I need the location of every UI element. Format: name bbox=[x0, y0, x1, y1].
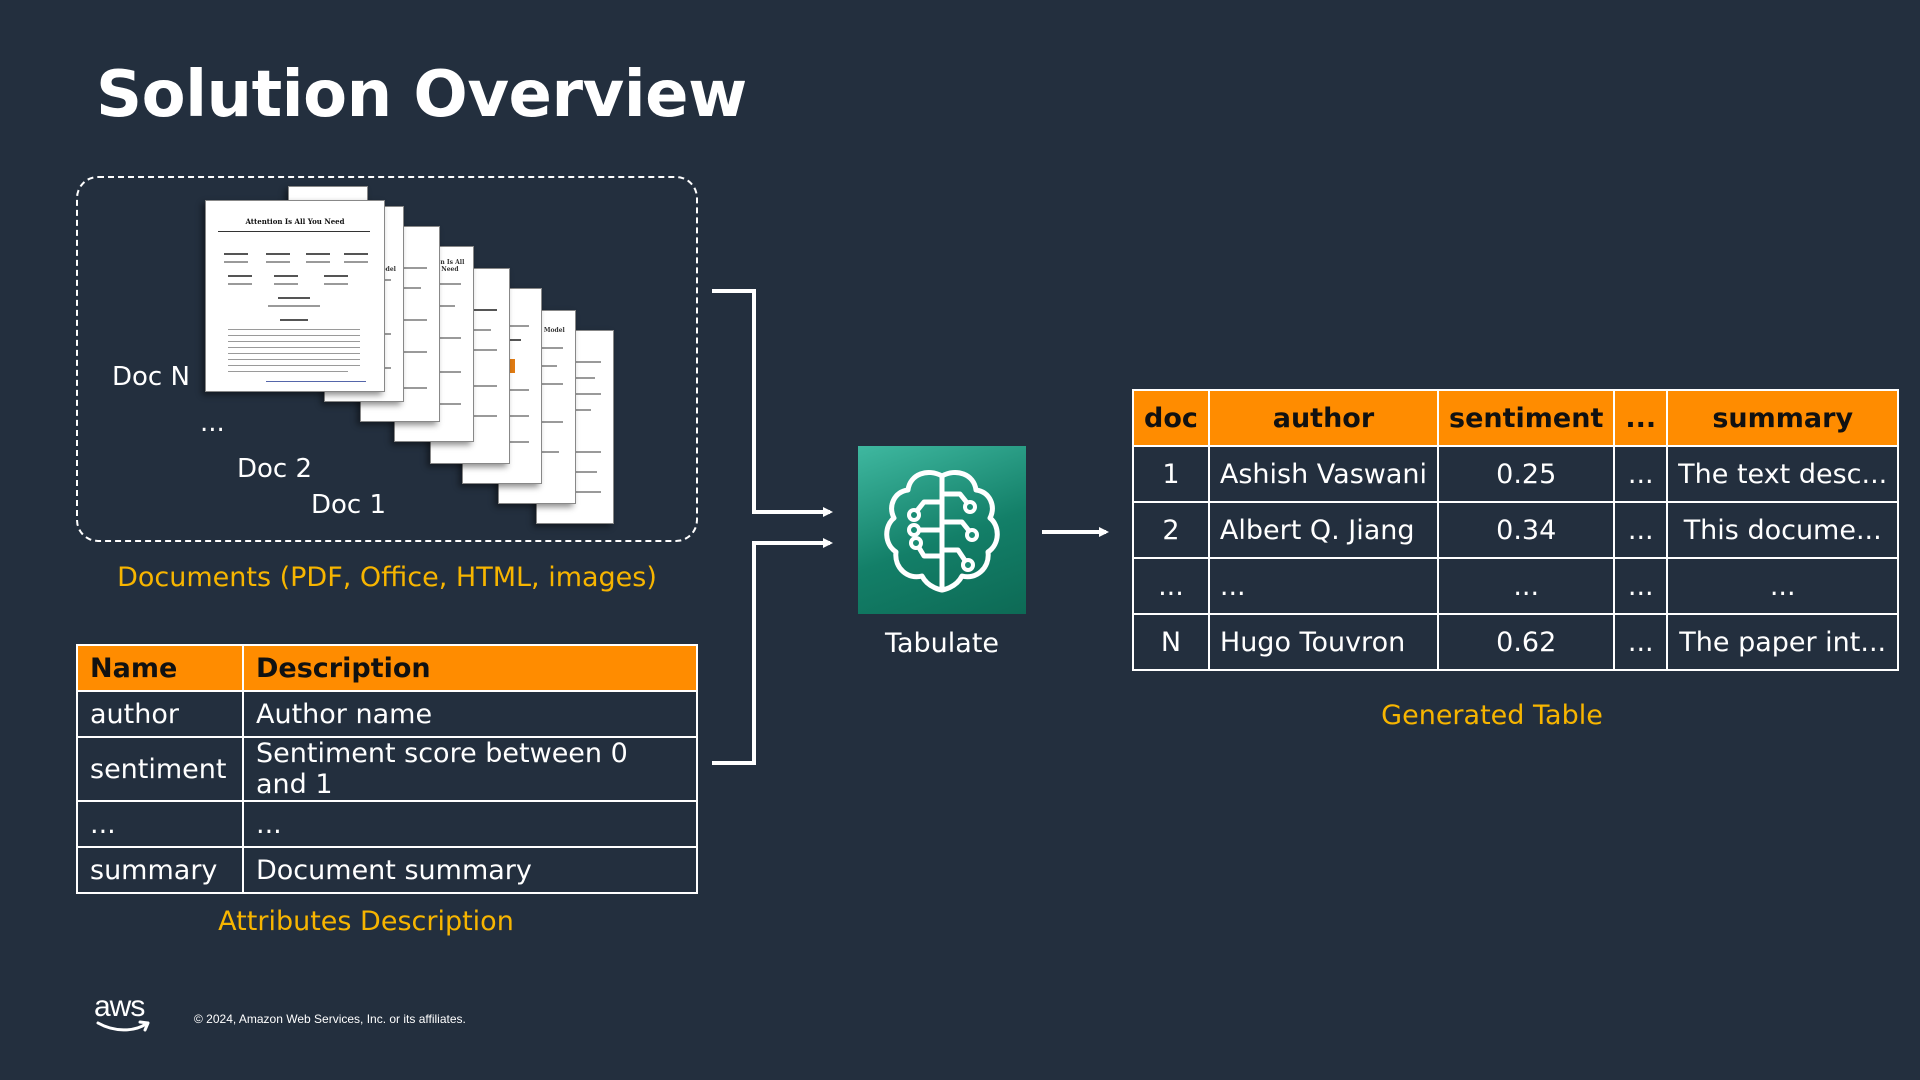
table-cell: Ashish Vaswani bbox=[1207, 445, 1440, 503]
table-cell: 1 bbox=[1132, 445, 1210, 503]
doc-1-label: Doc 1 bbox=[311, 490, 387, 520]
column-header: doc bbox=[1132, 389, 1210, 447]
table-row: 2 Albert Q. Jiang 0.34 ... This docume..… bbox=[1132, 501, 1900, 559]
documents-group bbox=[76, 176, 698, 542]
table-header-row: doc author sentiment ... summary bbox=[1132, 389, 1900, 447]
table-row: ... ... ... ... ... bbox=[1132, 557, 1900, 615]
documents-arrow bbox=[712, 289, 833, 517]
generated-caption: Generated Table bbox=[1381, 700, 1603, 731]
aws-logo-text: aws bbox=[94, 990, 145, 1023]
table-header-row: Name Description bbox=[76, 644, 698, 692]
attribute-description: Sentiment score between 0 and 1 bbox=[242, 736, 698, 802]
attribute-description: Document summary bbox=[242, 846, 698, 894]
doc-n-label: Doc N bbox=[112, 362, 190, 392]
table-cell: ... bbox=[1666, 557, 1900, 615]
aws-smile-icon bbox=[96, 1020, 150, 1032]
table-row: sentiment Sentiment score between 0 and … bbox=[76, 736, 698, 802]
table-row: author Author name bbox=[76, 690, 698, 738]
page-title: Solution Overview bbox=[96, 58, 747, 132]
column-header: sentiment bbox=[1437, 389, 1616, 447]
table-cell: This docume... bbox=[1666, 501, 1900, 559]
doc-2-label: Doc 2 bbox=[237, 454, 313, 484]
column-header: author bbox=[1207, 389, 1440, 447]
table-cell: N bbox=[1132, 613, 1210, 671]
table-cell: The text desc... bbox=[1666, 445, 1900, 503]
aws-logo: aws bbox=[94, 990, 150, 1032]
table-cell: The paper int... bbox=[1666, 613, 1900, 671]
brain-circuit-icon bbox=[858, 446, 1026, 614]
docs-ellipsis: ... bbox=[200, 408, 225, 438]
paper-title: Attention Is All You Need bbox=[245, 217, 345, 226]
attribute-name: sentiment bbox=[76, 736, 244, 802]
attribute-name: author bbox=[76, 690, 244, 738]
attributes-arrow bbox=[712, 538, 833, 765]
column-header: ... bbox=[1613, 389, 1669, 447]
table-row: N Hugo Touvron 0.62 ... The paper int... bbox=[1132, 613, 1900, 671]
column-header: Description bbox=[242, 644, 698, 692]
attributes-table: Name Description author Author name sent… bbox=[76, 644, 698, 894]
table-cell: ... bbox=[1613, 613, 1669, 671]
attribute-description: Author name bbox=[242, 690, 698, 738]
table-cell: Albert Q. Jiang bbox=[1207, 501, 1440, 559]
attribute-description: ... bbox=[242, 800, 698, 848]
table-cell: 2 bbox=[1132, 501, 1210, 559]
column-header: Name bbox=[76, 644, 244, 692]
table-row: ... ... bbox=[76, 800, 698, 848]
table-cell: 0.62 bbox=[1437, 613, 1616, 671]
table-cell: Hugo Touvron bbox=[1207, 613, 1440, 671]
table-cell: ... bbox=[1207, 557, 1440, 615]
table-cell: ... bbox=[1613, 445, 1669, 503]
copyright-text: © 2024, Amazon Web Services, Inc. or its… bbox=[194, 1012, 466, 1026]
table-cell: 0.34 bbox=[1437, 501, 1616, 559]
attributes-caption: Attributes Description bbox=[218, 906, 514, 937]
table-cell: ... bbox=[1613, 501, 1669, 559]
table-cell: ... bbox=[1437, 557, 1616, 615]
table-cell: ... bbox=[1613, 557, 1669, 615]
table-cell: 0.25 bbox=[1437, 445, 1616, 503]
document-page-front: Attention Is All You Need bbox=[205, 200, 385, 392]
generated-table: doc author sentiment ... summary 1 Ashis… bbox=[1132, 389, 1900, 671]
column-header: summary bbox=[1666, 389, 1900, 447]
tabulate-label: Tabulate bbox=[884, 628, 1000, 659]
documents-caption: Documents (PDF, Office, HTML, images) bbox=[117, 562, 657, 593]
table-row: 1 Ashish Vaswani 0.25 ... The text desc.… bbox=[1132, 445, 1900, 503]
attribute-name: ... bbox=[76, 800, 244, 848]
table-row: summary Document summary bbox=[76, 846, 698, 894]
table-cell: ... bbox=[1132, 557, 1210, 615]
attribute-name: summary bbox=[76, 846, 244, 894]
